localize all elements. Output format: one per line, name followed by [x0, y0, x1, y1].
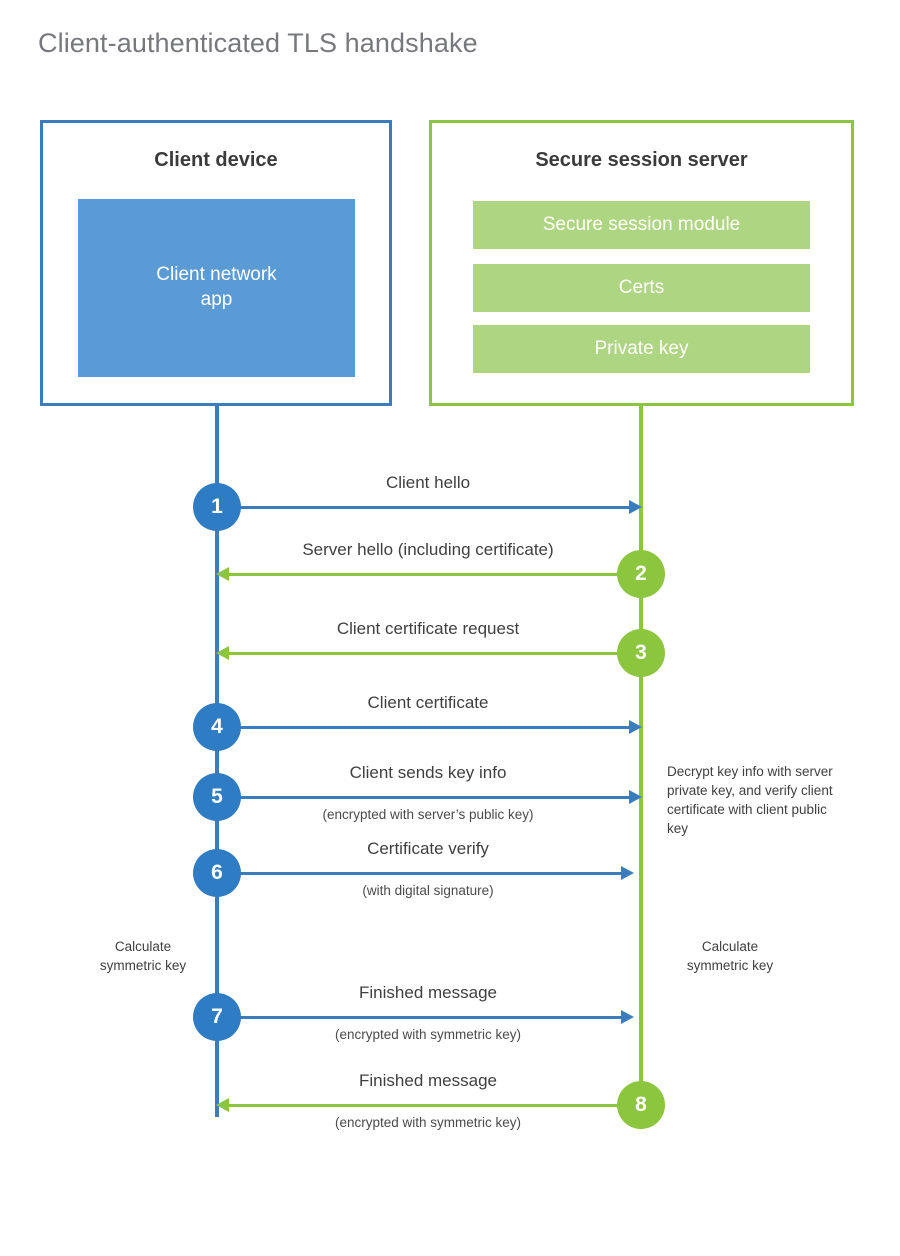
- step-3-label: Client certificate request: [336, 619, 520, 638]
- server-component-private-key: Private key: [473, 325, 810, 373]
- step-7-arrow-line: [217, 1016, 621, 1019]
- server-lifeline: [639, 405, 643, 1105]
- step-5-arrow-line: [217, 796, 629, 799]
- server-component-label: Private key: [594, 338, 689, 359]
- step-6-sublabel: (with digital signature): [362, 883, 494, 898]
- step-1-arrow-head-icon: [629, 500, 642, 514]
- step-6-arrow-line: [217, 872, 621, 875]
- step-8-label: Finished message: [359, 1071, 497, 1090]
- step-5-sublabel: (encrypted with server’s public key): [322, 807, 534, 822]
- step-1-arrow-line: [217, 506, 629, 509]
- client-network-app-label: Client network app: [156, 264, 277, 310]
- step-5-number-badge[interactable]: 5: [193, 773, 241, 821]
- step-7-sublabel: (encrypted with symmetric key): [334, 1027, 522, 1042]
- client-lifeline: [215, 405, 219, 1117]
- step-6-label: Certificate verify: [367, 839, 489, 858]
- step-3-arrow-line: [229, 652, 641, 655]
- server-component-label: Certs: [618, 277, 665, 298]
- step-6-arrow-head-icon: [621, 866, 634, 880]
- step-7-number-badge[interactable]: 7: [193, 993, 241, 1041]
- step-2-arrow-head-icon: [216, 567, 229, 581]
- server-component-certs: Certs: [473, 264, 810, 312]
- server-calculate-symmetric-key-note: Calculate symmetric key: [686, 939, 774, 974]
- step-3-arrow-head-icon: [216, 646, 229, 660]
- step-2-label: Server hello (including certificate): [302, 540, 554, 559]
- step-2-number-badge[interactable]: 2: [617, 550, 665, 598]
- step-8-arrow-head-icon: [216, 1098, 229, 1112]
- secure-session-server-title: Secure session server: [535, 149, 748, 171]
- server-component-label: Secure session module: [542, 214, 741, 235]
- step-5-arrow-head-icon: [629, 790, 642, 804]
- step-8-sublabel: (encrypted with symmetric key): [334, 1115, 522, 1130]
- step-4-number-badge[interactable]: 4: [193, 703, 241, 751]
- secure-session-server-panel: Secure session server Secure session mod…: [429, 120, 854, 406]
- step-8-arrow-line: [229, 1104, 641, 1107]
- step-2-arrow-line: [229, 573, 641, 576]
- server-component-secure-session-module: Secure session module: [473, 201, 810, 249]
- step-7-label: Finished message: [359, 983, 497, 1002]
- step-6-number-badge[interactable]: 6: [193, 849, 241, 897]
- step-4-label: Client certificate: [367, 693, 489, 712]
- step-1-label: Client hello: [385, 473, 471, 492]
- step-5-label: Client sends key info: [349, 763, 507, 782]
- step-7-arrow-head-icon: [621, 1010, 634, 1024]
- client-calculate-symmetric-key-note: Calculate symmetric key: [99, 939, 187, 974]
- client-device-panel: Client device Client network app: [40, 120, 392, 406]
- step-8-number-badge[interactable]: 8: [617, 1081, 665, 1129]
- step-1-number-badge[interactable]: 1: [193, 483, 241, 531]
- client-network-app-box: Client network app: [78, 199, 355, 377]
- step-4-arrow-line: [217, 726, 629, 729]
- step-4-arrow-head-icon: [629, 720, 642, 734]
- client-device-title: Client device: [154, 149, 278, 171]
- step-3-number-badge[interactable]: 3: [617, 629, 665, 677]
- server-decrypt-note: Decrypt key info with server private key…: [667, 764, 833, 837]
- page-title: Client-authenticated TLS handshake: [38, 28, 478, 58]
